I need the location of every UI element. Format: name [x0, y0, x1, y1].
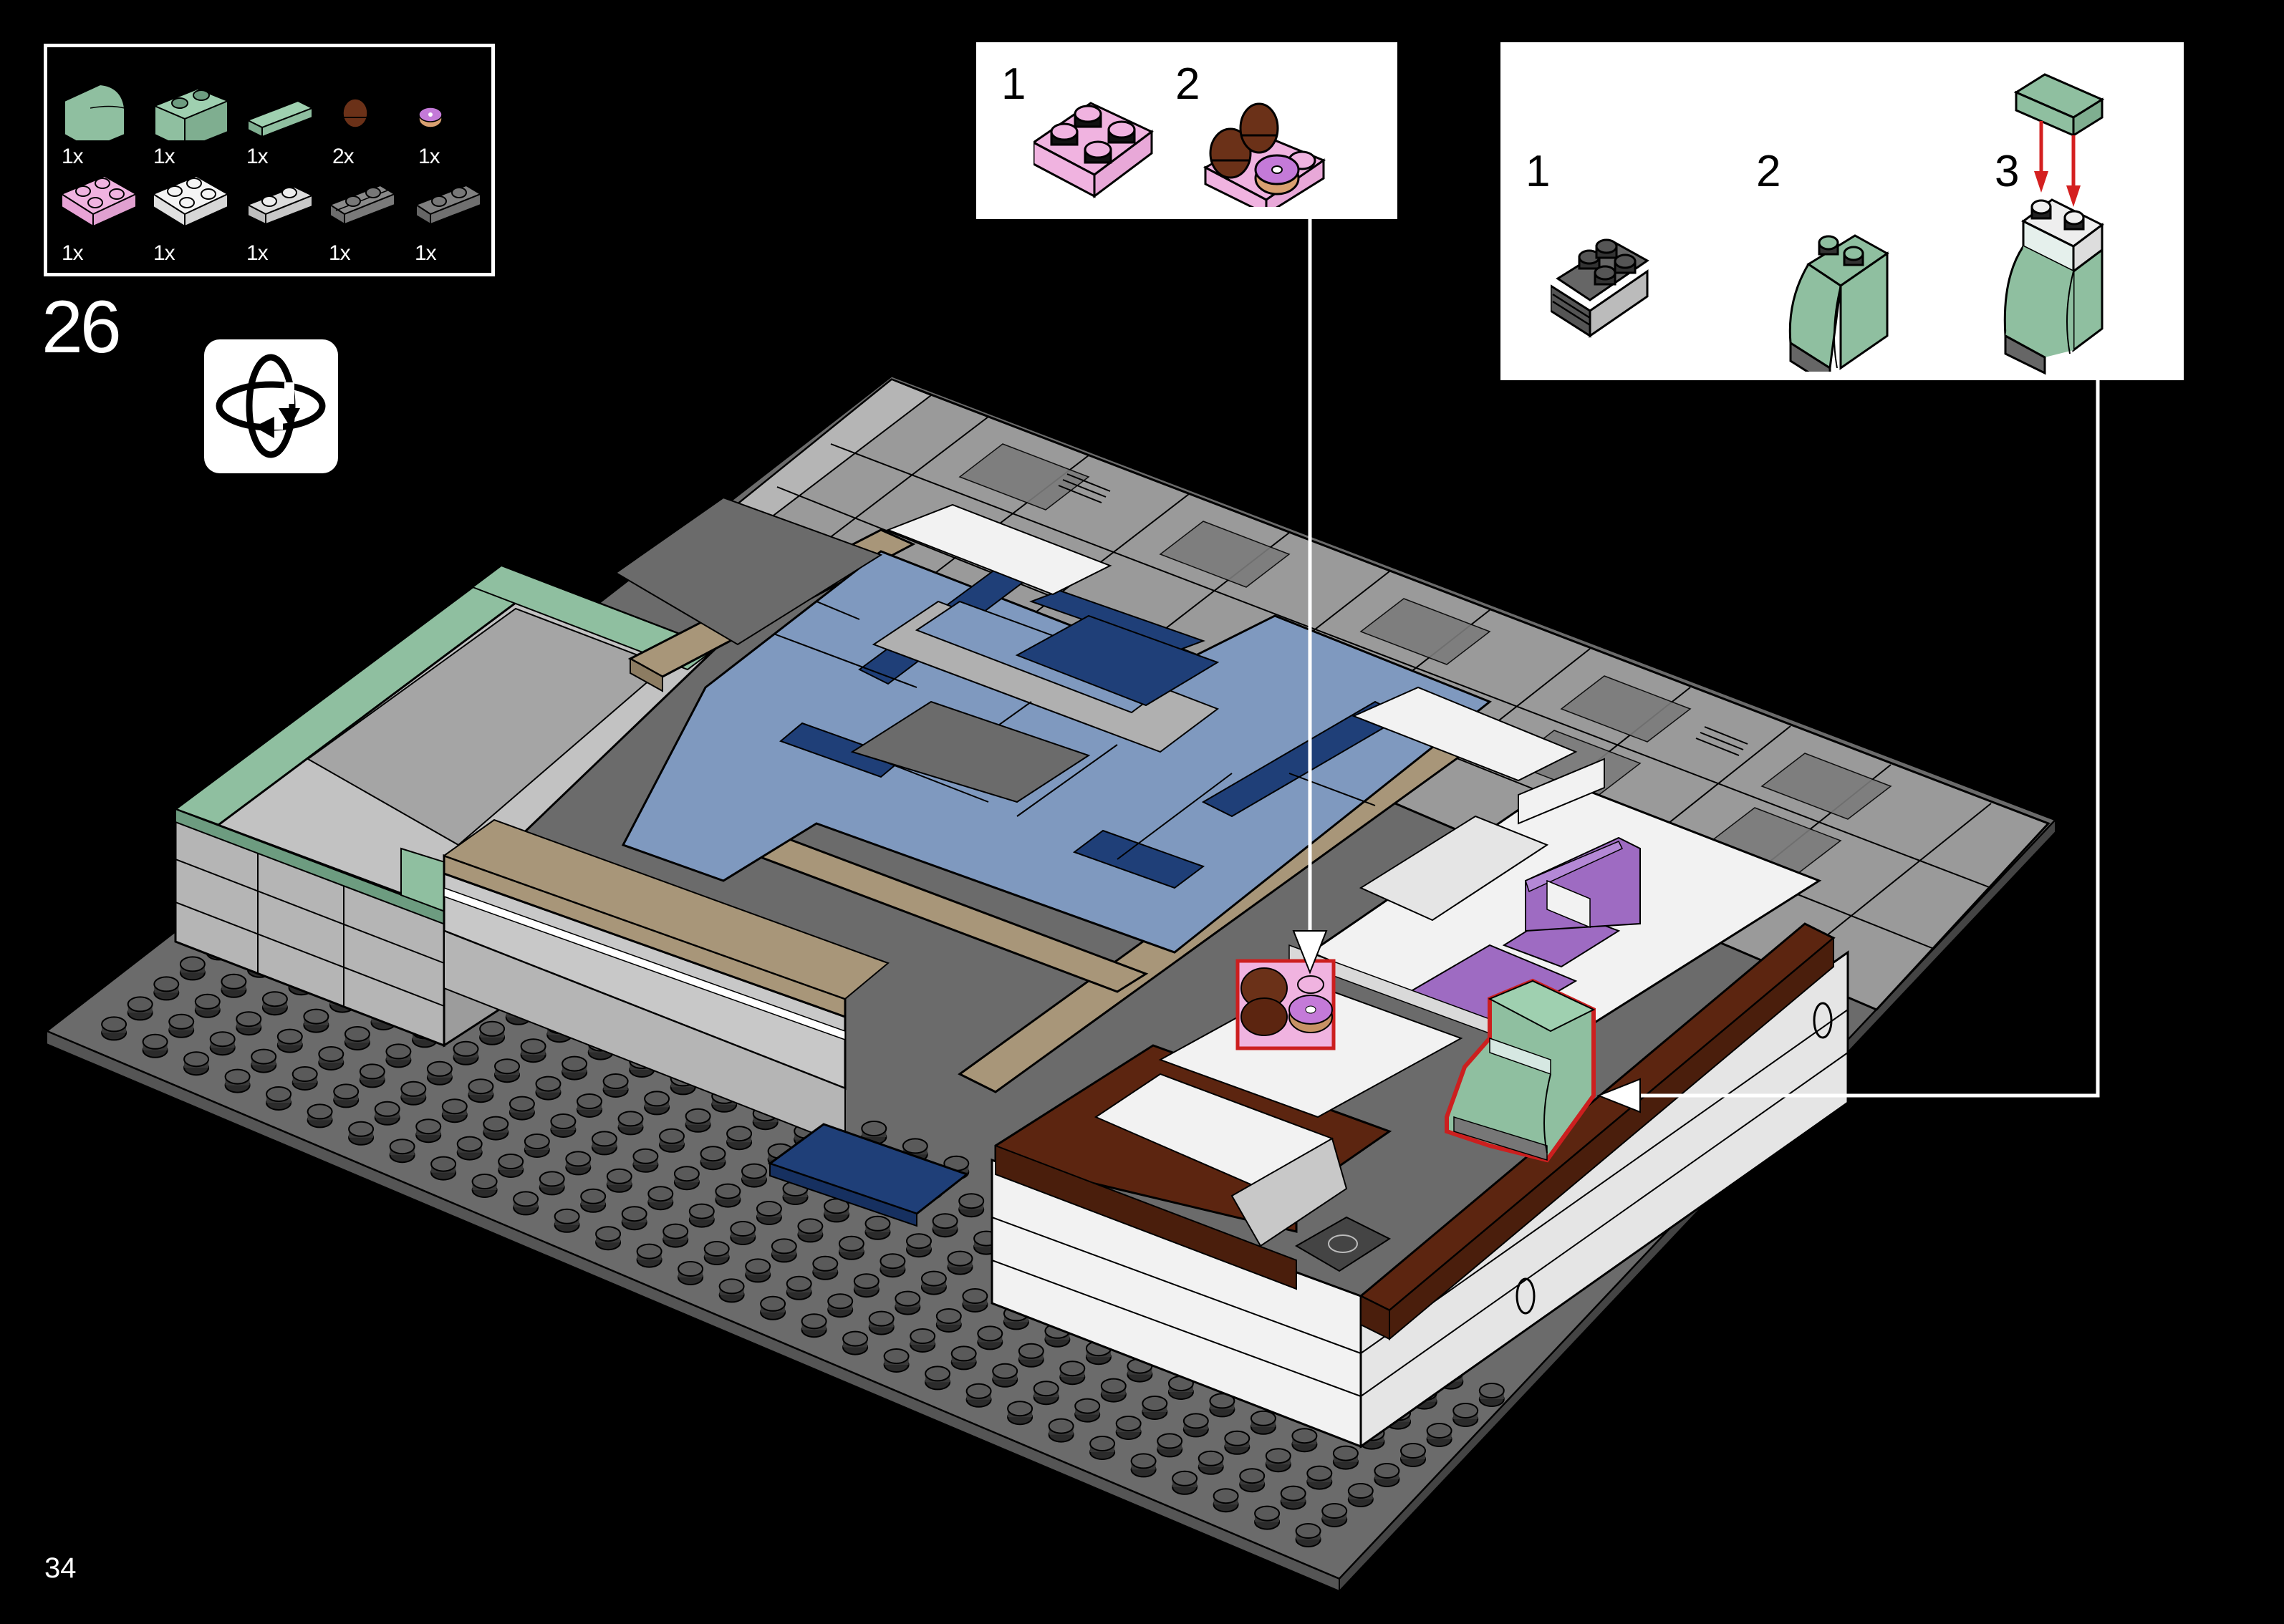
substep-number: 3: [1995, 147, 2020, 196]
page-number: 34: [44, 1552, 77, 1584]
dark-grey-grille-plate-icon: [328, 184, 397, 226]
dark-blue-tile: [767, 1123, 970, 1227]
part-trans-clear-plate: 1x: [241, 165, 327, 266]
part-tile-1x2: 1x: [241, 69, 327, 169]
tile-placement-substep-illustration: [2003, 73, 2105, 375]
central-structure: [442, 496, 1578, 1147]
part-dark-grey-plate: 1x: [409, 165, 495, 266]
sand-green-tile-icon: [246, 100, 314, 138]
part-qty: 1x: [153, 241, 175, 265]
part-qty: 1x: [153, 145, 175, 168]
rotate-arrows-icon: [216, 354, 326, 458]
cupcake-icon: [342, 98, 368, 128]
part-brick-1x2: 1x: [148, 69, 233, 169]
dark-grey-plate-icon: [414, 184, 483, 226]
sand-green-brick-icon: [153, 87, 230, 140]
part-pink-plate: 1x: [56, 165, 142, 266]
part-qty: 2x: [332, 145, 355, 168]
pink-plate-substep-illustration: [1033, 102, 1154, 198]
trans-clear-plate-icon: [246, 185, 314, 226]
callout-pastry-tray: 1 2: [976, 42, 1397, 219]
part-qty: 1x: [418, 145, 440, 168]
pink-plate-icon: [59, 175, 138, 228]
curved-slope-substep-illustration: [1788, 234, 1889, 372]
part-qty: 1x: [246, 145, 269, 168]
grille-plate-substep-illustration: [1551, 238, 1649, 338]
white-plate-icon: [151, 175, 230, 228]
substep-number: 1: [1526, 147, 1551, 196]
callout-espresso-machine: 1 2 3: [1500, 42, 2184, 380]
step-number: 26: [42, 286, 122, 369]
part-white-plate: 1x: [148, 165, 233, 266]
part-cupcake: 2x: [327, 69, 413, 169]
part-qty: 1x: [62, 145, 84, 168]
rotate-model-icon: [204, 339, 338, 473]
part-qty: 1x: [329, 241, 351, 265]
part-grille-plate: 1x: [323, 165, 409, 266]
pastry-tray-substep-illustration: [1203, 102, 1326, 207]
highlighted-pastry-tray: [1235, 959, 1336, 1050]
part-curved-slope: 1x: [56, 69, 142, 169]
part-qty: 1x: [62, 241, 84, 265]
part-donut: 1x: [413, 69, 498, 169]
sand-green-curved-slope-icon: [64, 83, 125, 140]
substep-number: 1: [1001, 59, 1026, 109]
substep-number: 2: [1175, 59, 1200, 109]
part-qty: 1x: [246, 241, 269, 265]
parts-list-box: 1x 1x 1x 2x 1x: [44, 44, 495, 276]
highlighted-espresso-machine: [1445, 978, 1596, 1163]
substep-number: 2: [1756, 147, 1781, 196]
part-qty: 1x: [415, 241, 437, 265]
donut-icon: [418, 107, 443, 128]
